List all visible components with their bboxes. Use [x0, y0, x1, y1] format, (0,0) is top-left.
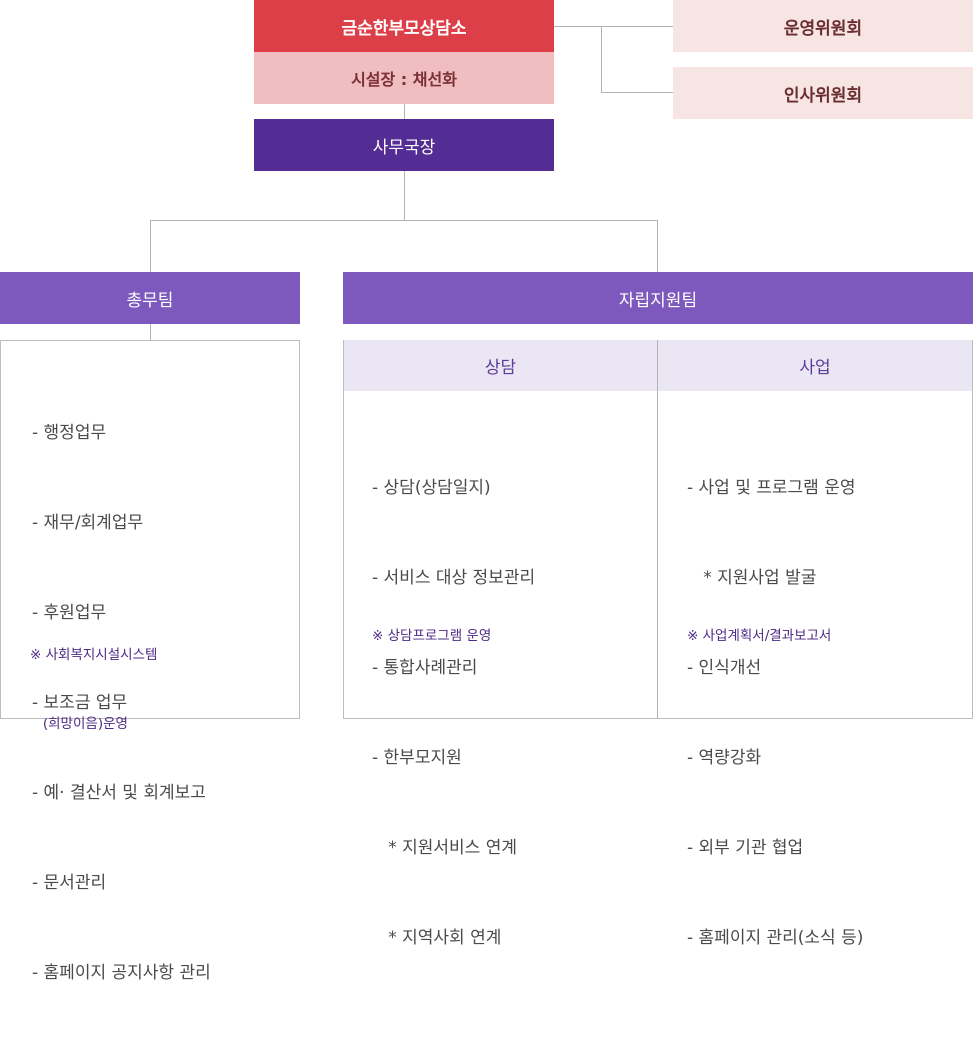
- project-task-item: - 외부 기관 협업: [687, 838, 804, 858]
- admin-task-item: - 재무/회계업무: [32, 513, 144, 533]
- center-name-box: 금순한부모상담소: [254, 0, 554, 52]
- project-task-list: - 사업 및 프로그램 운영 * 지원사업 발굴 - 인식개선 - 역량강화 -…: [687, 413, 863, 983]
- connector-head-director: [404, 104, 405, 119]
- head-box: 시설장 : 채선화: [254, 52, 554, 104]
- director-box: 사무국장: [254, 119, 554, 171]
- connector-committee-branch: [601, 26, 602, 93]
- connector-admin-panel: [150, 324, 151, 340]
- project-header: 사업: [658, 340, 972, 391]
- connector-center-committees: [554, 26, 673, 27]
- admin-task-item: - 보조금 업무: [32, 693, 128, 713]
- independence-task-panel: [343, 340, 973, 719]
- counseling-label: 상담: [484, 358, 517, 378]
- admin-task-item: - 예· 결산서 및 회계보고: [32, 783, 206, 803]
- admin-team-box: 총무팀: [0, 272, 300, 324]
- director-label: 사무국장: [372, 137, 436, 158]
- admin-task-item: - 행정업무: [32, 423, 107, 443]
- counseling-header: 상담: [344, 340, 657, 391]
- counseling-task-item: * 지역사회 연계: [372, 928, 502, 948]
- admin-task-item: - 문서관리: [32, 873, 107, 893]
- project-task-item: - 홈페이지 관리(소식 등): [687, 928, 864, 948]
- project-task-item: * 지원사업 발굴: [687, 568, 817, 588]
- independence-team-label: 자립지원팀: [618, 290, 698, 311]
- independence-panel-divider: [657, 340, 658, 719]
- hr-committee-box: 인사위원회: [673, 67, 973, 119]
- project-task-item: - 역량강화: [687, 748, 762, 768]
- project-label: 사업: [799, 358, 831, 378]
- connector-admin-team: [150, 220, 151, 272]
- admin-team-label: 총무팀: [126, 290, 174, 311]
- admin-note: ※ 사회복지시설시스템 (희망이음)운영: [30, 598, 157, 782]
- counseling-task-item: - 서비스 대상 정보관리: [372, 568, 536, 588]
- admin-note-line: (희망이음)운영: [30, 716, 128, 732]
- counseling-note: ※ 상담프로그램 운영: [372, 628, 492, 644]
- counseling-task-item: - 통합사례관리: [372, 658, 478, 678]
- admin-note-line: ※ 사회복지시설시스템: [30, 647, 158, 663]
- admin-task-panel: - 행정업무 - 재무/회계업무 - 후원업무 - 보조금 업무 - 예· 결산…: [0, 340, 300, 983]
- project-note: ※ 사업계획서/결과보고서: [687, 628, 832, 644]
- hr-committee-label: 인사위원회: [783, 85, 863, 106]
- center-name: 금순한부모상담소: [341, 18, 467, 39]
- counseling-task-item: - 상담(상담일지): [372, 478, 491, 498]
- project-task-item: - 인식개선: [687, 658, 762, 678]
- connector-independence-team: [657, 220, 658, 272]
- connector-committee-hr: [601, 92, 673, 93]
- operations-committee-box: 운영위원회: [673, 0, 973, 52]
- independence-team-box: 자립지원팀: [343, 272, 973, 324]
- project-task-item: - 사업 및 프로그램 운영: [687, 478, 856, 498]
- counseling-task-item: * 지원서비스 연계: [372, 838, 517, 858]
- admin-task-item: - 후원업무: [32, 603, 107, 623]
- operations-committee-label: 운영위원회: [783, 18, 863, 39]
- counseling-task-list: - 상담(상담일지) - 서비스 대상 정보관리 - 통합사례관리 - 한부모지…: [372, 413, 535, 983]
- counseling-task-item: - 한부모지원: [372, 748, 462, 768]
- connector-director-down: [404, 171, 405, 221]
- admin-task-item: - 홈페이지 공지사항 관리: [32, 963, 211, 983]
- head-name: 시설장 : 채선화: [351, 70, 457, 89]
- connector-team-branch: [150, 220, 658, 221]
